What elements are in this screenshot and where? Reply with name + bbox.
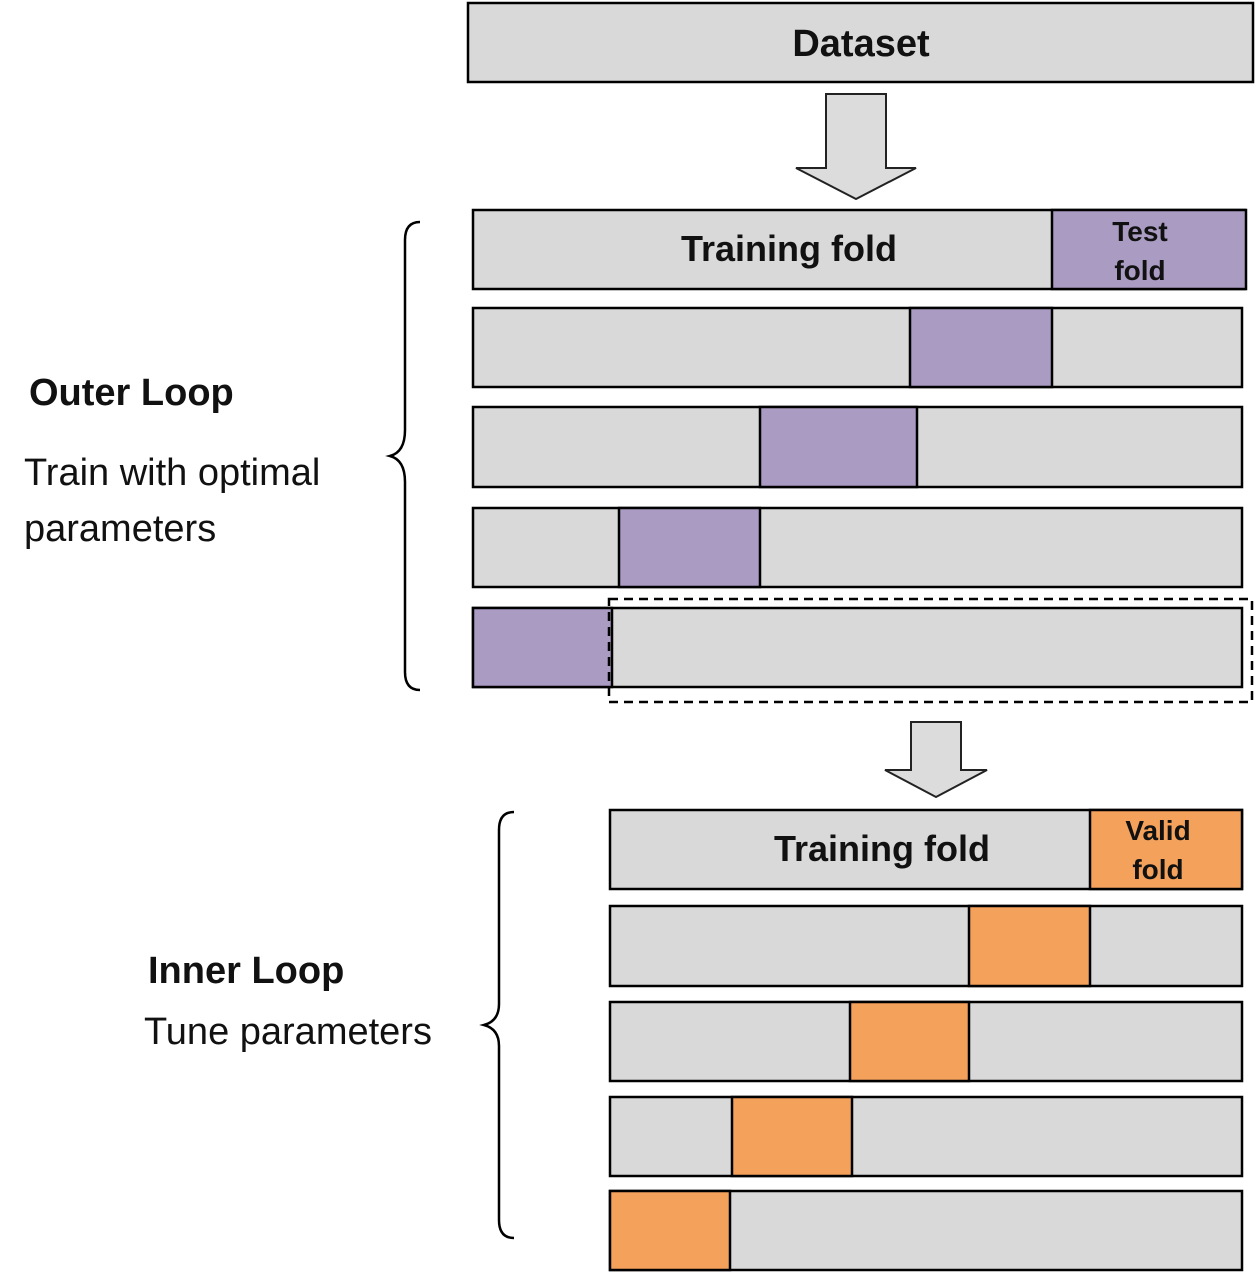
inner-valid-label-line2: fold bbox=[1132, 854, 1183, 885]
outer-fold-row bbox=[471, 606, 1244, 689]
down-arrow-1 bbox=[795, 93, 917, 201]
inner-fold-rows: Training fold Valid fold bbox=[608, 808, 1244, 1272]
inner-loop-description: Tune parameters bbox=[144, 1011, 432, 1053]
inner-loop-brace bbox=[479, 810, 515, 1240]
outer-test-fold bbox=[1050, 208, 1248, 291]
inner-fold-row bbox=[608, 904, 1244, 988]
inner-fold-row bbox=[608, 1000, 1244, 1083]
outer-training-segment bbox=[471, 306, 1244, 389]
outer-fold-row bbox=[471, 306, 1244, 389]
inner-valid-fold bbox=[730, 1095, 854, 1178]
inner-valid-fold bbox=[967, 904, 1092, 988]
dataset-box: Dataset bbox=[466, 1, 1255, 84]
outer-test-fold bbox=[617, 506, 762, 589]
outer-test-fold bbox=[471, 606, 614, 689]
inner-selection-dashed-box bbox=[607, 597, 1254, 704]
outer-test-fold bbox=[758, 405, 919, 489]
outer-loop-description-line1: Train with optimal bbox=[24, 452, 320, 494]
outer-fold-row bbox=[471, 405, 1244, 489]
inner-valid-fold bbox=[608, 1189, 732, 1272]
outer-fold-row: Training fold Test fold bbox=[471, 208, 1248, 291]
outer-training-segment bbox=[471, 506, 1244, 589]
down-arrow-2 bbox=[884, 721, 988, 799]
inner-fold-row bbox=[608, 1095, 1244, 1178]
inner-loop-title: Inner Loop bbox=[148, 950, 344, 992]
outer-loop-description-line2: parameters bbox=[24, 508, 216, 550]
outer-fold-rows: Training fold Test fold bbox=[471, 208, 1248, 689]
outer-loop-brace bbox=[385, 220, 421, 692]
inner-fold-row: Training fold Valid fold bbox=[608, 808, 1244, 891]
outer-loop-title: Outer Loop bbox=[29, 372, 234, 414]
inner-training-segment bbox=[608, 904, 1244, 988]
inner-valid-label-line1: Valid bbox=[1125, 815, 1190, 846]
inner-valid-fold bbox=[1088, 808, 1244, 891]
outer-fold-row bbox=[471, 506, 1244, 589]
outer-test-label-line2: fold bbox=[1114, 255, 1165, 286]
inner-fold-row bbox=[608, 1189, 1244, 1272]
inner-training-segment bbox=[608, 1095, 1244, 1178]
dataset-label: Dataset bbox=[792, 23, 930, 65]
outer-test-fold bbox=[908, 306, 1054, 389]
inner-valid-fold bbox=[848, 1000, 971, 1083]
outer-test-label-line1: Test bbox=[1112, 216, 1168, 247]
outer-training-label: Training fold bbox=[681, 228, 897, 269]
inner-training-label: Training fold bbox=[774, 828, 990, 869]
